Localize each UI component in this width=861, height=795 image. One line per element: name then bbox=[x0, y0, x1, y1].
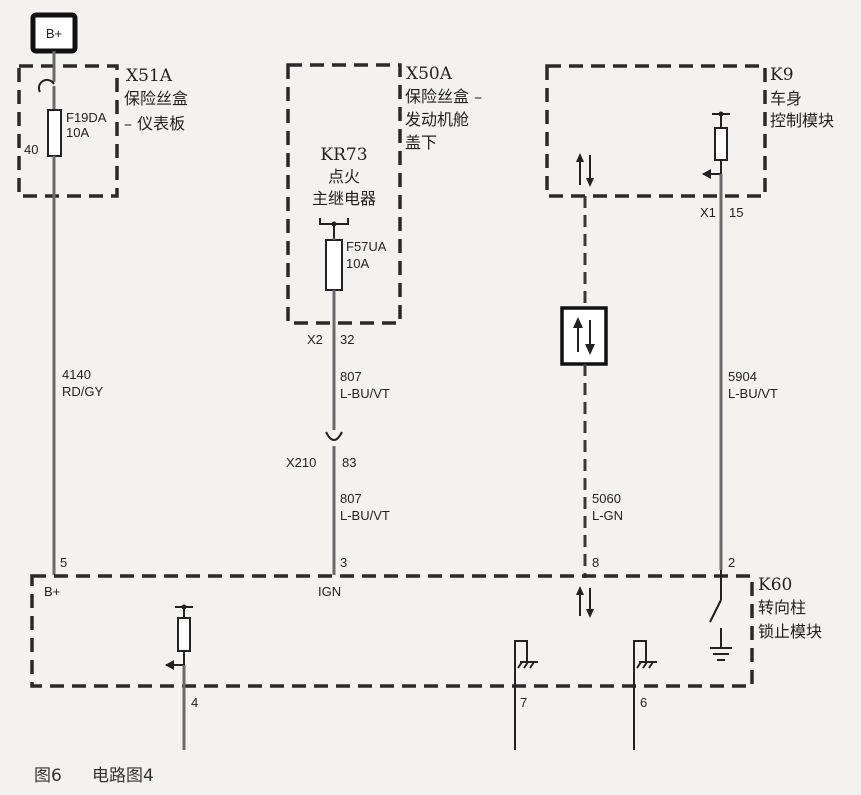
wire-5904-color: L-BU/VT bbox=[728, 386, 778, 401]
power-source-bplus: B+ bbox=[30, 12, 78, 54]
power-label: B+ bbox=[46, 26, 62, 41]
wire-807-lower-circuit: 807 bbox=[340, 491, 362, 506]
k60-name-2: 锁止模块 bbox=[758, 622, 822, 641]
x50a-fuse-rating: 10A bbox=[346, 256, 369, 271]
k9-name-1: 车身 bbox=[770, 89, 802, 108]
k60-data-arrows-icon bbox=[576, 586, 594, 618]
x51a-pin: 40 bbox=[24, 142, 38, 157]
x51a-name-2: – 仪表板 bbox=[124, 114, 185, 133]
k60-output-driver bbox=[165, 604, 193, 670]
k60-pin-bplus: 5 bbox=[60, 555, 67, 570]
x51a-id: X51A bbox=[126, 66, 173, 86]
x50a-pin: 32 bbox=[340, 332, 354, 347]
k60-ign-label: IGN bbox=[318, 584, 341, 599]
wire-807-lower-color: L-BU/VT bbox=[340, 508, 390, 523]
inline-connector-x210 bbox=[325, 431, 343, 441]
fuse-f57ua bbox=[325, 239, 343, 291]
wire-807-upper-color: L-BU/VT bbox=[340, 386, 390, 401]
k60-pin-out7: 7 bbox=[520, 695, 527, 710]
k9-pin: 15 bbox=[729, 205, 743, 220]
x50a-id: X50A bbox=[406, 64, 453, 84]
k9-id: K9 bbox=[770, 65, 794, 85]
wire-5060-circuit: 5060 bbox=[592, 491, 621, 506]
x210-pin: 83 bbox=[342, 455, 356, 470]
k9-conn: X1 bbox=[700, 205, 716, 220]
module-k60-outline bbox=[30, 574, 754, 688]
x51a-name-1: 保险丝盒 bbox=[124, 89, 188, 108]
figure-title: 电路图4 bbox=[92, 766, 154, 786]
x50a-name-2: 发动机舱 bbox=[405, 110, 469, 129]
x51a-fuse-rating: 10A bbox=[66, 125, 89, 140]
fuse-box-x51a-outline bbox=[17, 64, 119, 198]
wire-807-upper-circuit: 807 bbox=[340, 369, 362, 384]
wire-5904-circuit: 5904 bbox=[728, 369, 757, 384]
wire-5060-color: L-GN bbox=[592, 508, 623, 523]
x50a-conn: X2 bbox=[307, 332, 323, 347]
x50a-name-3: 盖下 bbox=[405, 133, 437, 152]
wire-4140-circuit: 4140 bbox=[62, 367, 91, 382]
k9-output-driver bbox=[702, 111, 730, 179]
k60-switch-to-ground bbox=[709, 570, 732, 661]
figure-number: 图6 bbox=[34, 766, 62, 786]
k60-pin-switch: 2 bbox=[728, 555, 735, 570]
k60-ground-pin6 bbox=[633, 640, 657, 750]
k9-name-2: 控制模块 bbox=[770, 111, 834, 130]
relay-kr73-symbol bbox=[319, 218, 349, 238]
fuse-box-x50a-outline bbox=[286, 63, 402, 325]
fuse-f19da bbox=[47, 109, 62, 157]
k60-pin-data: 8 bbox=[592, 555, 599, 570]
x210-id: X210 bbox=[286, 455, 316, 470]
data-bus-symbol bbox=[560, 306, 608, 366]
connector-hook-x51a bbox=[37, 78, 55, 93]
relay-kr73-id: KR73 bbox=[320, 145, 367, 165]
wire-4140-color: RD/GY bbox=[62, 384, 104, 399]
k60-id: K60 bbox=[758, 575, 792, 595]
k60-pin-ign: 3 bbox=[340, 555, 347, 570]
k60-ground-pin7 bbox=[514, 640, 538, 750]
k9-data-arrows-icon bbox=[576, 153, 594, 187]
k60-pin-out4: 4 bbox=[191, 695, 198, 710]
x51a-fuse-label: F19DA bbox=[66, 110, 107, 125]
k60-pin-out6: 6 bbox=[640, 695, 647, 710]
k60-name-1: 转向柱 bbox=[758, 598, 806, 617]
relay-kr73-name-2: 主继电器 bbox=[312, 189, 376, 208]
k60-bplus-label: B+ bbox=[44, 584, 60, 599]
relay-kr73-name-1: 点火 bbox=[328, 167, 360, 186]
x50a-name-1: 保险丝盒 – bbox=[405, 87, 482, 106]
x50a-fuse-label: F57UA bbox=[346, 239, 387, 254]
